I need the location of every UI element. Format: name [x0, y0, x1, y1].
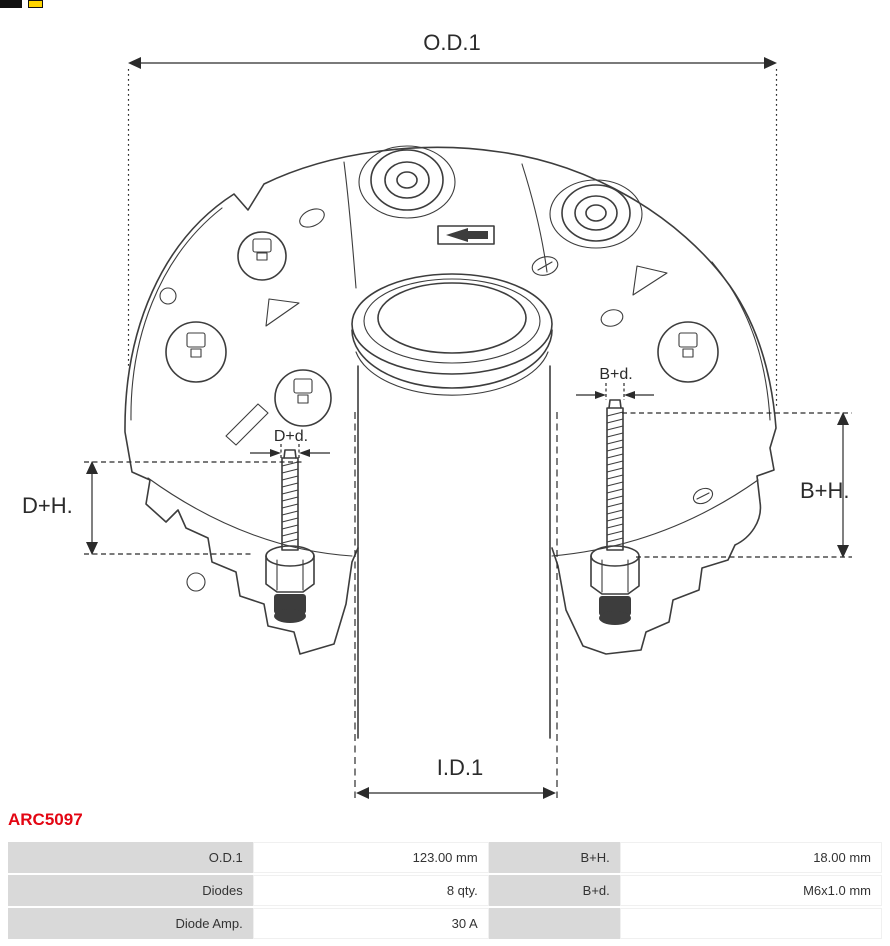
dim-id1-label: I.D.1 — [437, 755, 483, 780]
spec-label — [488, 908, 620, 939]
spec-label: O.D.1 — [8, 842, 253, 873]
part-outline — [124, 146, 777, 655]
rivet-boss-left — [358, 145, 456, 219]
spec-label: Diodes — [8, 875, 253, 906]
rivet-boss-right — [549, 179, 643, 249]
spec-label: B+H. — [488, 842, 620, 873]
stud-left — [265, 449, 315, 623]
spec-value: 123.00 mm — [252, 842, 489, 873]
diode-left-upper — [237, 231, 287, 281]
spec-label: B+d. — [488, 875, 620, 906]
dim-dplus-d: D+d. — [250, 428, 330, 459]
spec-label: Diode Amp. — [8, 908, 253, 939]
table-row: Diode Amp. 30 A — [8, 908, 882, 939]
stamp-marks — [225, 225, 668, 446]
plate-holes — [159, 208, 714, 592]
logo-yellow-mark — [28, 0, 43, 8]
dim-od1: O.D.1 — [127, 30, 778, 408]
dim-dplus-d-label: D+d. — [274, 428, 308, 445]
center-bore — [351, 273, 553, 739]
spec-value: M6x1.0 mm — [619, 875, 882, 906]
spec-value: 8 qty. — [252, 875, 489, 906]
table-row: O.D.1 123.00 mm B+H. 18.00 mm — [8, 842, 882, 873]
table-row: Diodes 8 qty. B+d. M6x1.0 mm — [8, 875, 882, 906]
dim-bplus-d: B+d. — [576, 366, 654, 400]
brand-logo-fragment — [0, 0, 43, 8]
dim-bplus-d-label: B+d. — [599, 366, 632, 383]
spec-value — [619, 908, 882, 939]
dim-bplus-h: B+H. — [622, 412, 852, 558]
part-number-link[interactable]: ARC5097 — [8, 810, 83, 829]
diode-right-outer — [657, 321, 719, 383]
dim-dplus-h: D+H. — [22, 461, 305, 555]
dim-od1-label: O.D.1 — [423, 30, 480, 55]
spec-table: O.D.1 123.00 mm B+H. 18.00 mm Diodes 8 q… — [8, 840, 882, 941]
logo-black-mark — [0, 0, 22, 8]
dim-bplus-h-label: B+H. — [800, 478, 850, 503]
dim-id1: I.D.1 — [354, 412, 558, 799]
diode-left-outer — [165, 321, 227, 383]
stud-right — [590, 399, 640, 625]
spec-value: 30 A — [252, 908, 489, 939]
spec-value: 18.00 mm — [619, 842, 882, 873]
dim-dplus-h-label: D+H. — [22, 493, 73, 518]
rectifier-drawing-svg: O.D.1 I.D.1 D+H. — [22, 30, 852, 799]
diode-left-lower — [274, 369, 332, 427]
technical-drawing: O.D.1 I.D.1 D+H. — [22, 30, 852, 799]
